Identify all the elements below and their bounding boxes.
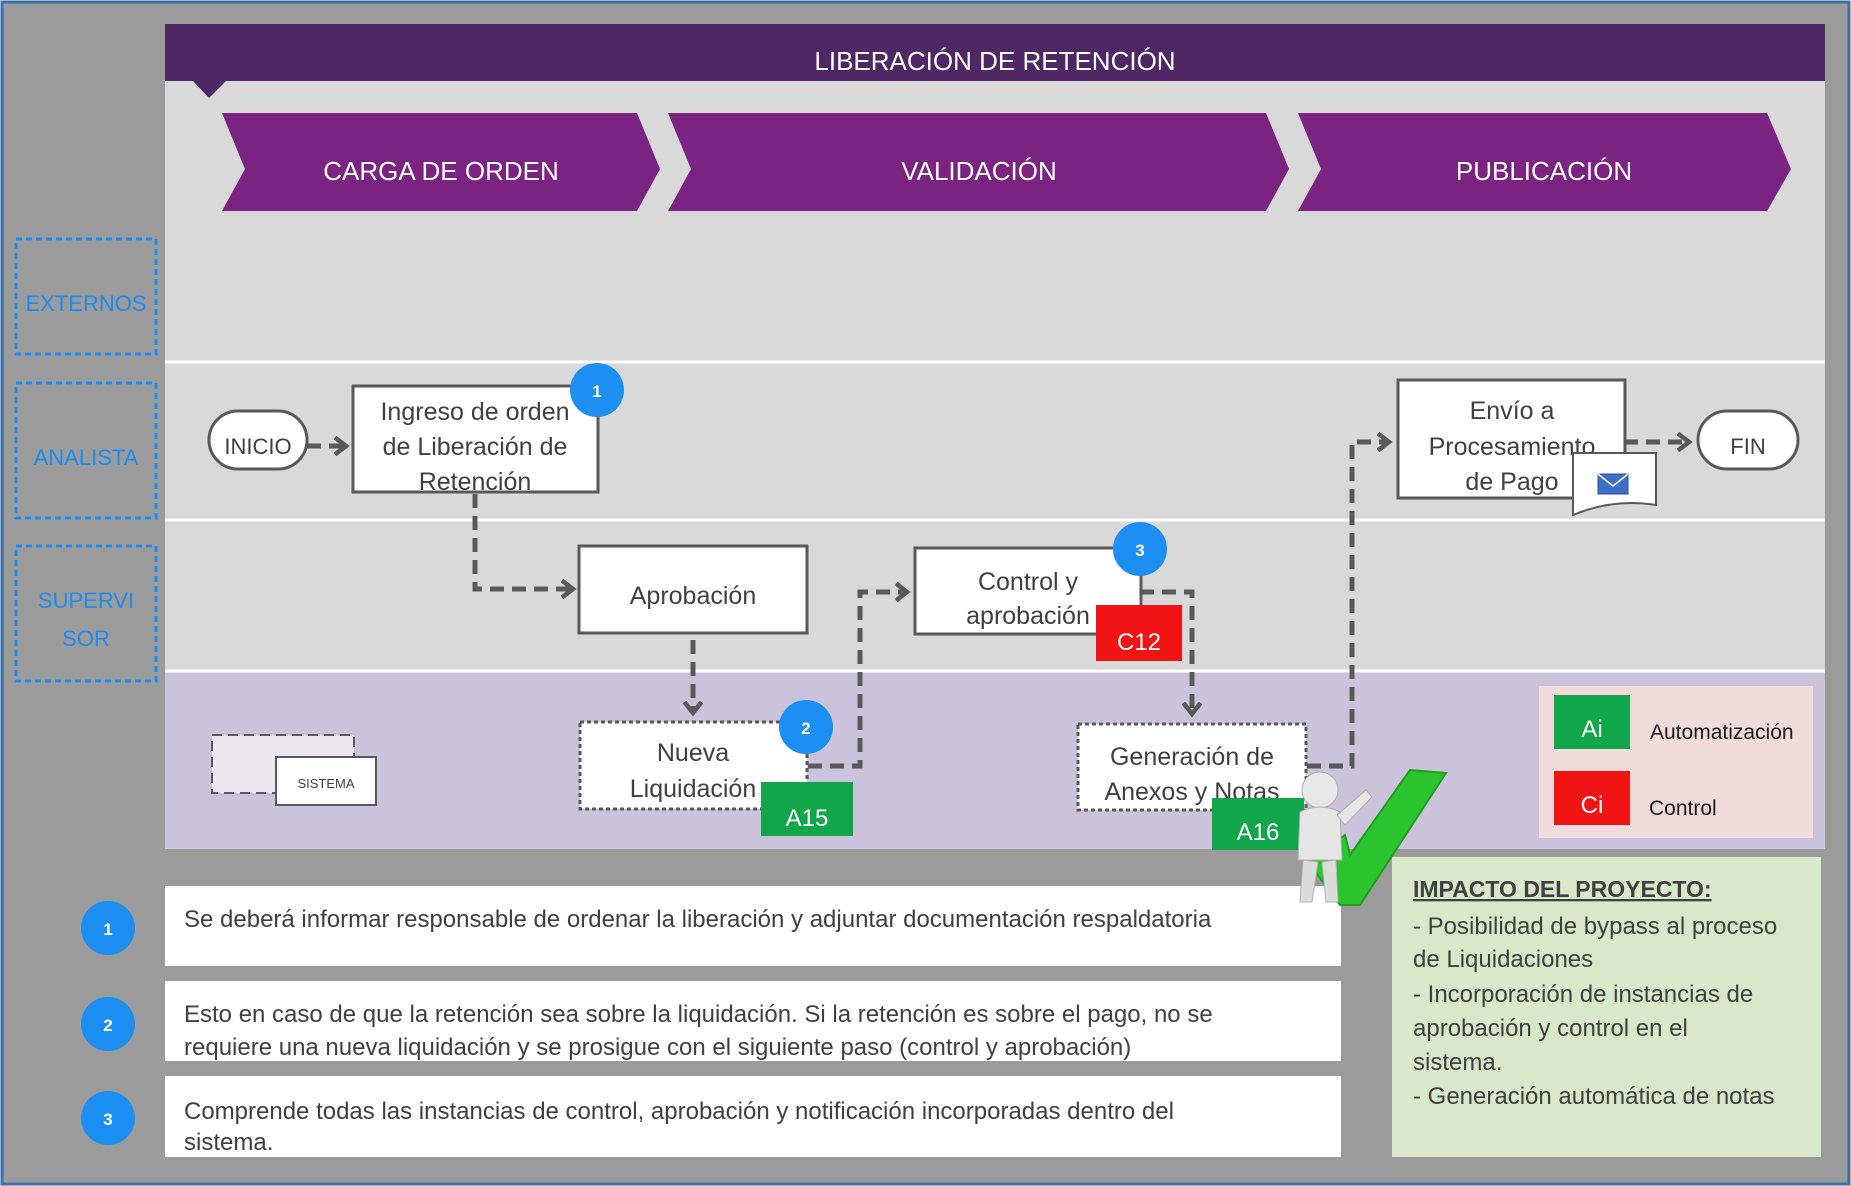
phase-chevron-carga [222, 113, 660, 211]
phase-chevron-validacion [668, 113, 1289, 211]
connector-nueva-control [808, 592, 906, 769]
svg-text:de Liquidaciones: de Liquidaciones [1413, 946, 1593, 973]
email-icon [1597, 473, 1629, 495]
note-1-box [165, 886, 1341, 966]
phase-label-carga: CARGA DE ORDEN [323, 156, 559, 186]
start-terminal [207, 409, 309, 471]
end-label: FIN [1730, 434, 1765, 459]
svg-text:aprobación y control en el: aprobación y control en el [1413, 1015, 1688, 1042]
system-symbol-label: SISTEMA [297, 776, 354, 791]
title-bar [165, 24, 1825, 81]
connector-ingreso-aprobacion [472, 494, 572, 589]
svg-text:sistema.: sistema. [1413, 1049, 1502, 1076]
legend-ci-swatch [1554, 771, 1630, 825]
tag-a16 [1212, 798, 1304, 850]
lane-label-supervisor-line2: SOR [62, 626, 110, 651]
svg-text:de Liberación de: de Liberación de [383, 433, 568, 461]
note-3: 3 Comprende todas las instancias de cont… [81, 1076, 1341, 1157]
svg-text:3: 3 [103, 1110, 112, 1129]
tag-c12 [1096, 605, 1182, 661]
step-marker-1: 1 [570, 363, 624, 417]
lane-label-externos: EXTERNOS [25, 291, 146, 316]
lane-label-analista: ANALISTA [34, 445, 139, 470]
phase-chevron-publicacion [1298, 113, 1791, 211]
svg-text:Envío a: Envío a [1470, 397, 1555, 425]
task-aprobacion-label: Aprobación [630, 582, 756, 610]
lane-label-box-analista [14, 381, 158, 520]
connector-generacion-envio [1307, 442, 1388, 769]
system-symbol-front [275, 756, 377, 806]
end-terminal [1696, 409, 1800, 471]
lane-label-box-supervisor [14, 544, 158, 683]
note-2-marker [81, 997, 135, 1051]
start-label: INICIO [224, 434, 291, 459]
svg-text:1: 1 [592, 382, 601, 401]
svg-text:de Pago: de Pago [1465, 468, 1558, 496]
legend-ci-label: Control [1649, 797, 1717, 820]
lane-label-box-externos [14, 237, 158, 356]
legend-ci-code: Ci [1581, 792, 1604, 819]
impact-title: IMPACTO DEL PROYECTO: [1413, 876, 1712, 902]
svg-text:3: 3 [1135, 541, 1144, 560]
title-bar-pointer [193, 81, 226, 98]
svg-text:- Posibilidad de bypass al pro: - Posibilidad de bypass al proceso [1413, 913, 1777, 940]
person-checkmark-icon [1297, 768, 1448, 906]
task-aprobacion [577, 544, 809, 635]
svg-text:- Generación automática de not: - Generación automática de notas [1413, 1083, 1775, 1110]
note-2: 2 Esto en caso de que la retención sea s… [81, 981, 1341, 1061]
step-marker-2: 2 [779, 700, 833, 754]
svg-text:Comprende todas las instancias: Comprende todas las instancias de contro… [184, 1098, 1174, 1125]
tag-a15 [761, 782, 853, 836]
svg-text:Procesamiento: Procesamiento [1429, 433, 1596, 461]
tag-a15-label: A15 [786, 805, 829, 832]
legend-ai-label: Automatización [1650, 721, 1794, 744]
svg-text:2: 2 [103, 1016, 112, 1035]
svg-text:2: 2 [801, 719, 810, 738]
svg-text:Retención: Retención [419, 468, 532, 496]
legend-ai-swatch [1554, 695, 1630, 749]
note-1: 1 Se deberá informar responsable de orde… [81, 886, 1341, 966]
svg-text:Nueva: Nueva [657, 739, 729, 767]
note-1-marker [81, 901, 135, 955]
svg-text:1: 1 [103, 920, 112, 939]
svg-text:Liquidación: Liquidación [630, 775, 757, 803]
diagram-title: LIBERACIÓN DE RETENCIÓN [814, 46, 1175, 76]
svg-text:Ingreso de orden: Ingreso de orden [380, 398, 569, 426]
svg-text:- Incorporación de instancias: - Incorporación de instancias de [1413, 981, 1753, 1008]
system-task-nueva-liquidacion-text: Nueva Liquidación [630, 739, 757, 803]
task-envio-procesamiento-text: Envío a Procesamiento de Pago [1429, 397, 1596, 496]
system-task-generacion-anexos [1076, 722, 1308, 812]
connectors [307, 442, 1688, 769]
svg-text:Se deberá informar responsable: Se deberá informar responsable de ordena… [184, 906, 1212, 933]
note-3-marker [81, 1091, 135, 1145]
legend-ai-code: Ai [1581, 716, 1602, 743]
svg-text:Generación de: Generación de [1110, 743, 1274, 771]
svg-text:Esto en caso de que la retenci: Esto en caso de que la retención sea sob… [184, 1001, 1213, 1028]
svg-text:Control y: Control y [978, 568, 1079, 596]
task-ingreso-orden-text: Ingreso de orden de Liberación de Retenc… [380, 398, 569, 496]
phase-label-publicacion: PUBLICACIÓN [1456, 156, 1632, 186]
impact-text: - Posibilidad de bypass al proceso de Li… [1413, 913, 1777, 1110]
svg-text:sistema.: sistema. [184, 1129, 273, 1156]
connector-control-generacion [1140, 589, 1192, 713]
svg-text:aprobación: aprobación [966, 602, 1090, 630]
phase-label-validacion: VALIDACIÓN [901, 156, 1057, 186]
tag-a16-label: A16 [1237, 819, 1280, 846]
svg-text:requiere una nueva liquidación: requiere una nueva liquidación y se pros… [184, 1034, 1131, 1061]
step-marker-3: 3 [1113, 522, 1167, 576]
task-control-aprobacion-text: Control y aprobación [966, 568, 1090, 630]
note-2-box [165, 981, 1341, 1061]
lane-label-supervisor-line1: SUPERVI [38, 588, 134, 613]
note-3-box [165, 1076, 1341, 1157]
impact-box [1392, 857, 1821, 1157]
task-ingreso-orden [351, 384, 600, 494]
tag-c12-label: C12 [1117, 629, 1161, 656]
